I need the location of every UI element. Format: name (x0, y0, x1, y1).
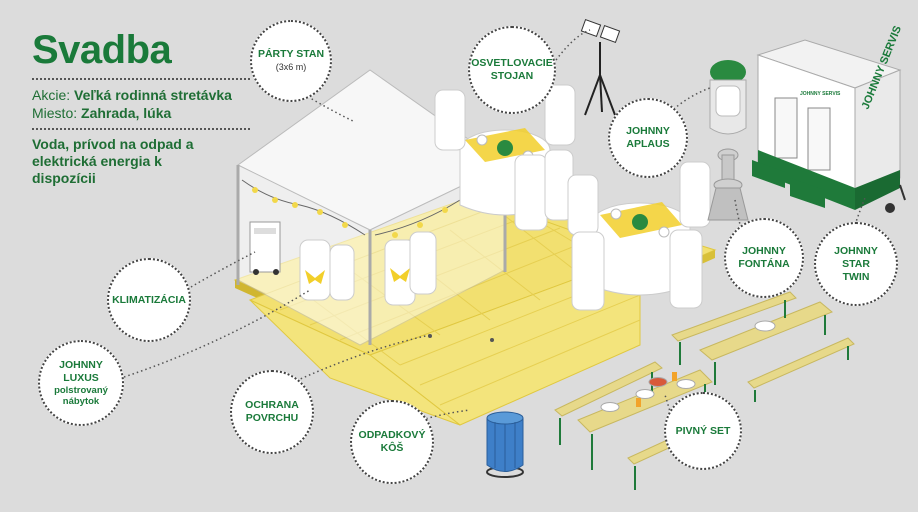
callout-johnny-star-twin: JOHNNY STAR TWIN (814, 222, 898, 306)
ground-dots (428, 334, 494, 342)
place-line: Miesto: Zahrada, lúka (32, 104, 272, 122)
callout-johnny-luxus-line1: JOHNNY (59, 359, 103, 371)
event-label: Akcie: (32, 87, 71, 103)
callout-klimatizacia: KLIMATIZÁCIA (107, 258, 191, 342)
callout-ochrana-povrchu: OCHRANA POVRCHU (230, 370, 314, 454)
callout-odpadkovy-kos: ODPADKOVÝ KÔŠ (350, 400, 434, 484)
toilet-small-logo: JOHNNY SERVIS (800, 91, 841, 97)
divider (32, 78, 250, 80)
callout-odpadkovy-line1: ODPADKOVÝ (358, 429, 426, 441)
callout-ochrana-line1: OCHRANA (245, 399, 299, 411)
lighting-stand (580, 18, 621, 116)
air-conditioner (249, 221, 281, 275)
callout-johnny-aplaus: JOHNNY APLAUS (608, 98, 688, 178)
callout-johnny-luxus-line2: LUXUS (63, 372, 99, 384)
callout-johnny-fontana-line1: JOHNNY (742, 245, 786, 257)
place-value: Zahrada, lúka (81, 105, 172, 121)
callout-lighting-stand: OSVETLOVACIE STOJAN (468, 26, 556, 114)
callout-johnny-luxus-line4: nábytok (62, 396, 100, 407)
callout-johnny-aplaus-line2: APLAUS (626, 138, 670, 150)
callout-lighting-stand-line2: STOJAN (490, 70, 534, 82)
callout-pivny-set: PIVNÝ SET (664, 392, 742, 470)
event-line: Akcie: Veľká rodinná stretávka (32, 86, 272, 104)
johnny-star-twin-trailer: JOHNNY SERVIS JOHNNY SERVIS (752, 24, 906, 213)
round-table-2 (567, 161, 711, 311)
callout-johnny-aplaus-line1: JOHNNY (626, 125, 670, 137)
waste-bin (486, 411, 524, 478)
callout-johnny-fontana-line2: FONTÁNA (738, 258, 790, 270)
callout-party-tent-size: (3x6 m) (275, 62, 307, 72)
callout-ochrana-line2: POVRCHU (245, 412, 299, 424)
place-label: Miesto: (32, 105, 78, 121)
callout-johnny-luxus-line3: polstrovaný (54, 385, 108, 396)
callout-pivny-set-label: PIVNÝ SET (675, 424, 731, 437)
page-title: Svadba (32, 28, 172, 72)
divider-2 (32, 128, 250, 130)
callout-johnny-star-twin-line3: TWIN (842, 270, 870, 283)
round-table-1 (434, 84, 576, 231)
callout-party-tent-label: PÁRTY STAN (257, 48, 325, 60)
callout-johnny-fontana: JOHNNY FONTÁNA (724, 218, 804, 298)
event-value: Veľká rodinná stretávka (74, 87, 232, 103)
callout-johnny-star-twin-line2: STAR (842, 257, 870, 270)
info-text: Voda, prívod na odpad a elektrická energ… (32, 136, 194, 186)
callout-lighting-stand-line1: OSVETLOVACIE (471, 57, 553, 69)
callout-klimatizacia-label: KLIMATIZÁCIA (112, 293, 186, 306)
info-panel: Svadba Akcie: Veľká rodinná stretávka Mi… (32, 28, 272, 187)
callout-johnny-star-twin-line1: JOHNNY (834, 244, 878, 257)
callout-odpadkovy-line2: KÔŠ (380, 442, 404, 454)
callout-party-tent: PÁRTY STAN (3x6 m) (250, 20, 332, 102)
callout-johnny-luxus: JOHNNY LUXUS polstrovaný nábytok (38, 340, 124, 426)
tent-chairs (299, 231, 437, 306)
johnny-fontana-unit (707, 148, 749, 221)
johnny-aplaus-unit (709, 60, 747, 135)
